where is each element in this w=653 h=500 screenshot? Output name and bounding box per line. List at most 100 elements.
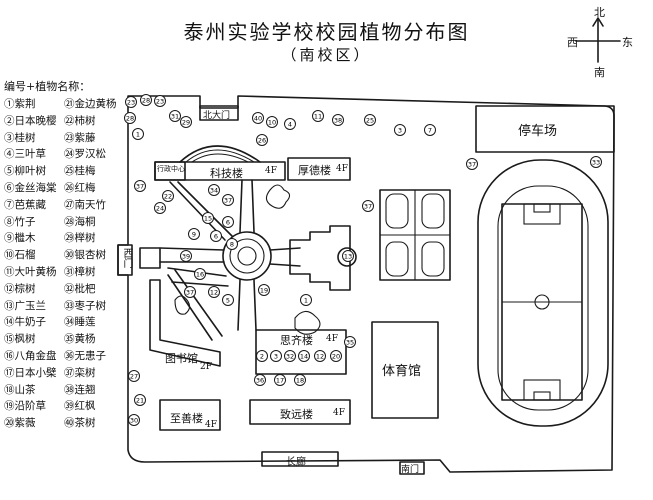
plant-marker: 10 [266, 116, 278, 128]
plant-marker: 36 [254, 374, 266, 386]
plant-marker-number: 27 [130, 372, 138, 380]
duxue-building-box [249, 399, 351, 425]
plant-marker: 6 [222, 216, 234, 228]
plant-marker-number: 6 [214, 232, 218, 240]
plant-marker-number: 25 [366, 116, 374, 124]
north-gate-label: 北大门 [203, 111, 231, 121]
plant-marker-number: 40 [254, 114, 262, 122]
plant-marker-number: 18 [296, 376, 304, 384]
gym-box [371, 321, 439, 419]
west-gate-box [117, 244, 133, 276]
plant-marker: 13 [342, 250, 354, 262]
legend-item: ㉙榉树 [64, 232, 96, 245]
science-building-floors: 4F [265, 166, 277, 176]
legend-item: ⑯八角金盘 [4, 349, 57, 362]
plant-marker-number: 23 [156, 97, 164, 105]
legend-item: ㉓紫藤 [64, 131, 96, 144]
legend-item: ⑨檵木 [4, 232, 36, 245]
legend-item: ㊵茶树 [64, 417, 96, 430]
plant-marker: 37 [222, 194, 234, 206]
plant-marker-number: 3 [274, 352, 278, 360]
plant-marker: 37 [466, 158, 478, 170]
parking-label: 停车场 [518, 124, 558, 139]
plant-marker-number: 26 [258, 136, 266, 144]
plant-marker: 25 [364, 114, 376, 126]
plant-marker-number: 37 [136, 182, 144, 190]
legend-item: ⑲沿阶草 [4, 400, 46, 413]
jingwu-building-floors: 4F [326, 334, 338, 344]
legend-item: ㊳连翘 [64, 383, 96, 396]
plant-marker-number: 6 [226, 218, 230, 226]
compass-east: 东 [622, 36, 633, 49]
legend-item: ㉖红梅 [64, 181, 96, 194]
plant-marker-number: 7 [428, 126, 432, 134]
zhishan-building-label: 至善楼 [170, 412, 203, 425]
plant-marker-number: 37 [468, 160, 476, 168]
duxue-building-label: 致远楼 [280, 408, 313, 421]
plant-marker-number: 8 [230, 240, 234, 248]
compass-south: 南 [594, 66, 605, 79]
plant-marker-number: 15 [204, 214, 212, 222]
plant-marker-number: 20 [332, 352, 340, 360]
duxue-building-floors: 4F [333, 408, 345, 418]
plant-marker-number: 1 [136, 130, 140, 138]
administration-label: 行政中心 [157, 165, 185, 173]
plant-marker: 15 [202, 212, 214, 224]
plant-marker-number: 19 [260, 286, 268, 294]
legend-item: ⑳紫薇 [4, 417, 36, 430]
plant-marker: 21 [134, 394, 146, 406]
plant-marker-number: 34 [210, 186, 218, 194]
plant-marker: 12 [208, 286, 220, 298]
legend-item: ㉕桂梅 [64, 165, 96, 178]
map-title: 泰州实验学校校园植物分布图 [183, 20, 470, 44]
legend-item: ㉑金边黄杨 [64, 98, 117, 110]
plant-marker: 28 [140, 94, 152, 106]
plant-marker: 33 [590, 156, 602, 168]
south-gate-box [399, 461, 425, 475]
plant-marker: 11 [312, 110, 324, 122]
legend-item: ㉗南天竹 [64, 198, 106, 211]
north-gate-box [199, 105, 239, 121]
plant-marker-number: 28 [126, 114, 134, 122]
plant-marker: 3 [270, 350, 282, 362]
plant-marker-number: 29 [182, 118, 190, 126]
plant-marker: 37 [362, 200, 374, 212]
plant-marker: 3 [394, 124, 406, 136]
legend-item: ㉛樟树 [64, 265, 96, 278]
plant-marker: 37 [134, 180, 146, 192]
gym-label: 体育馆 [382, 364, 422, 379]
plant-marker-number: 1 [304, 296, 308, 304]
legend-item: ⑱山茶 [4, 383, 36, 396]
plant-marker-number: 22 [164, 192, 172, 200]
chenyuan-building-box [287, 157, 351, 181]
plant-marker: 12 [314, 350, 326, 362]
corridor-label: 长廊 [286, 457, 306, 468]
plant-marker: 22 [162, 190, 174, 202]
legend-item: ㊲栾树 [64, 366, 96, 379]
plant-marker: 1 [132, 128, 144, 140]
compass-west: 西 [567, 36, 578, 49]
plant-marker-number: 33 [592, 158, 600, 166]
plant-marker: 40 [252, 112, 264, 124]
chenyuan-building-label: 厚德楼 [298, 164, 331, 177]
legend-header: 编号+植物名称： [4, 80, 91, 93]
plant-marker: 39 [180, 250, 192, 262]
plant-marker-number: 5 [226, 296, 230, 304]
plant-marker: 38 [332, 114, 344, 126]
legend-item: ㉝枣子树 [64, 299, 106, 312]
plant-marker-number: 24 [156, 204, 164, 212]
plant-marker-number: 13 [344, 252, 352, 260]
plant-marker: 24 [154, 202, 166, 214]
legend-item: ㉜枇杷 [64, 282, 96, 295]
legend-item: ⑥金丝海棠 [4, 181, 57, 194]
map-subtitle: （南校区） [281, 46, 372, 64]
plant-marker: 31 [169, 110, 181, 122]
plant-marker-number: 12 [316, 352, 324, 360]
plant-marker: 35 [344, 336, 356, 348]
plant-marker: 30 [128, 414, 140, 426]
legend-item: ⑦芭蕉藏 [4, 198, 46, 211]
plant-marker: 4 [284, 118, 296, 130]
chenyuan-building-floors: 4F [336, 164, 348, 174]
